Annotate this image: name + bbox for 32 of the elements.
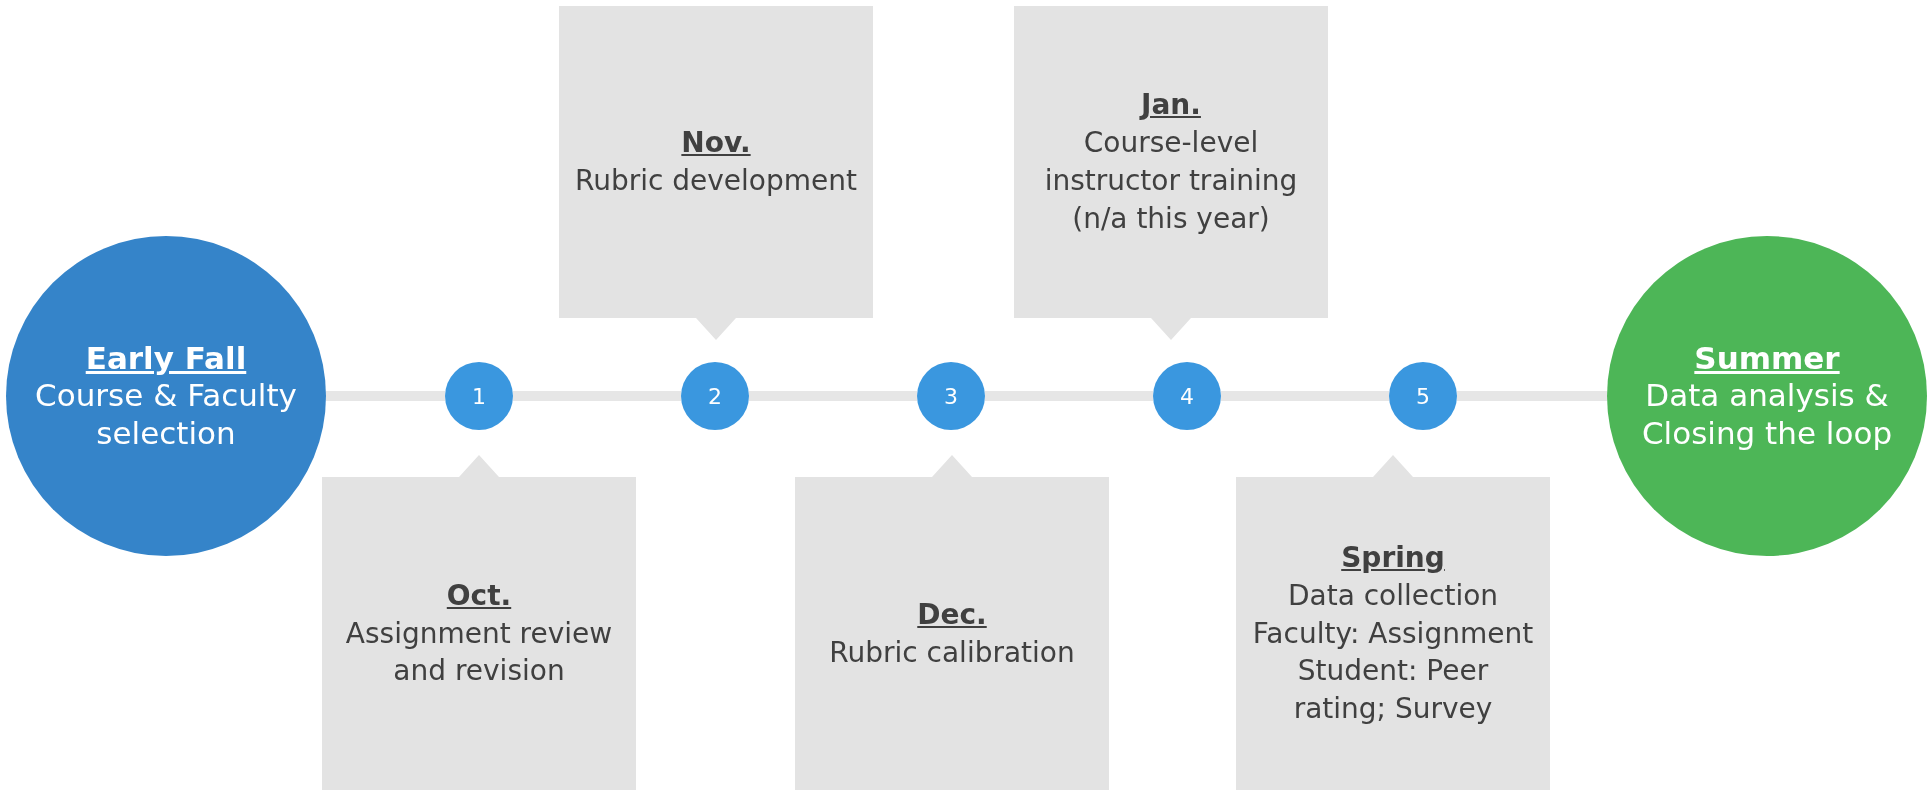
period-heading: Nov. xyxy=(681,125,751,162)
timeline-line xyxy=(1457,391,1607,401)
timeline-line xyxy=(985,391,1153,401)
step-number: 3 xyxy=(944,383,958,409)
callout-box xyxy=(559,6,873,340)
activity-text: Course & Faculty selection xyxy=(34,377,298,452)
callout-box xyxy=(1014,6,1328,340)
activity-text: Data analysis & Closing the loop xyxy=(1640,377,1894,452)
step-number: 1 xyxy=(472,383,486,409)
timeline-line xyxy=(326,391,445,401)
period-heading: Oct. xyxy=(446,577,512,614)
callout-box xyxy=(322,455,636,790)
activity-text: Rubric development xyxy=(575,163,857,199)
period-heading: Spring xyxy=(1341,540,1445,576)
activity-text: Faculty: Assignment xyxy=(1252,615,1534,652)
callout-box xyxy=(1236,455,1550,790)
period-heading: Summer xyxy=(1694,340,1840,378)
callout-box xyxy=(795,455,1109,790)
period-heading: Jan. xyxy=(1141,87,1201,124)
timeline-line xyxy=(513,391,681,401)
activity-text: Data collection xyxy=(1287,577,1499,614)
timeline-line xyxy=(749,391,917,401)
timeline-line xyxy=(1221,391,1389,401)
step-number: 4 xyxy=(1180,383,1194,409)
step-number: 5 xyxy=(1416,383,1430,409)
period-heading: Early Fall xyxy=(85,340,247,378)
activity-text: Course-level instructor training (n/a this year) xyxy=(1043,125,1299,237)
period-heading: Dec. xyxy=(917,596,987,633)
activity-text: Rubric calibration xyxy=(829,634,1075,671)
step-number: 2 xyxy=(708,383,722,409)
activity-text: Student: Peer rating; Survey xyxy=(1292,653,1494,728)
activity-text: Assignment review and revision xyxy=(344,615,614,690)
